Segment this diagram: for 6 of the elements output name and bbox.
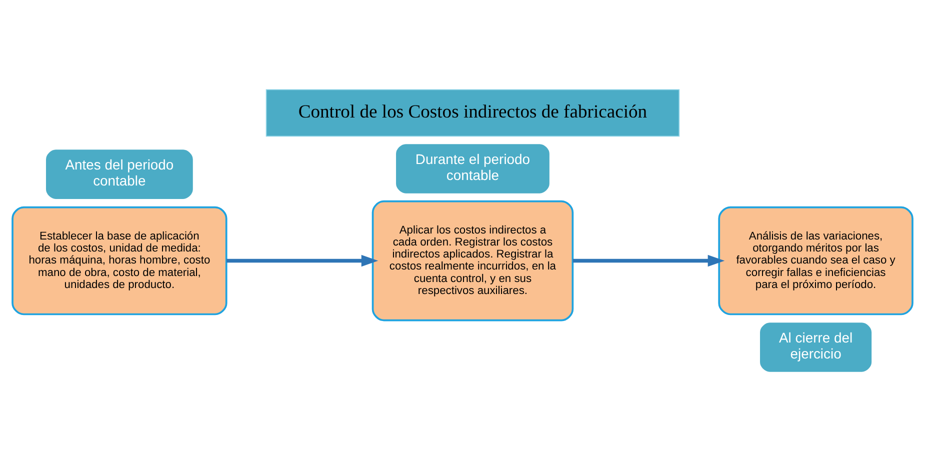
node-box: Análisis de las variaciones, otorgando méritos por las favorables cuando sea el caso y corregir fallas e ineficiencias para el próximo período. <box>718 206 914 315</box>
node-box: Aplicar los costos indirectos a cada orden. Registrar los costos indirectos aplicados. Registrar la costos realmente incurridos, en la cuenta control, y en sus respectivos auxiliares. <box>372 200 574 321</box>
arrow <box>572 254 725 266</box>
node-box: Establecer la base de aplicación de los costos, unidad de medida: horas máquina, horas hombre, costo mano de obra, costo de material, unidades de producto. <box>12 206 228 315</box>
arrow <box>226 254 378 266</box>
node-box: Control de los Costos indirectos de fabricación <box>266 88 680 136</box>
